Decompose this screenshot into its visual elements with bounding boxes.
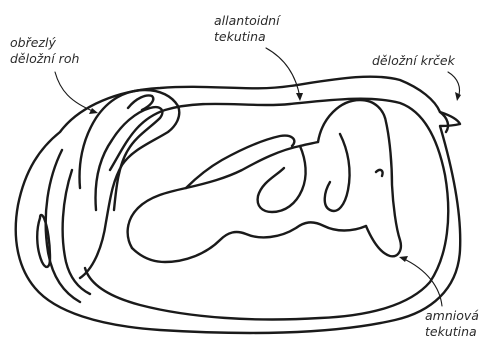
label-uterine-horn-line1: obřezlý [10, 35, 79, 51]
label-allantoic-fluid: allantoidní tekutina [214, 13, 280, 45]
label-allantoic-fluid-line1: allantoidní [214, 13, 280, 29]
arrowhead-amniotic-fluid [399, 256, 408, 262]
left-chamber-inner [63, 170, 90, 294]
left-pocket [37, 215, 50, 267]
label-allantoic-fluid-line2: tekutina [214, 29, 280, 45]
fetus-front-limb [325, 134, 350, 211]
label-uterine-horn: obřezlý děložní roh [10, 35, 79, 67]
label-amniotic-fluid-line1: amniová [425, 308, 479, 324]
arrowhead-uterine-horn [89, 108, 98, 114]
arrowhead-allantoic-fluid [296, 93, 303, 101]
label-amniotic-fluid: amniová tekutina [425, 308, 479, 340]
fetus-foreleg [258, 146, 306, 212]
fetus-hindleg [186, 136, 294, 188]
label-uterine-horn-line2: děložní roh [10, 51, 79, 67]
label-amniotic-fluid-line2: tekutina [425, 324, 479, 340]
label-cervix: děložní krček [372, 53, 455, 69]
fetus-body [132, 222, 366, 262]
uterine-horn-inner-loop [96, 107, 163, 210]
leader-allantoic-fluid [266, 48, 300, 98]
fetus-head [318, 100, 401, 256]
label-cervix-line1: děložní krček [372, 53, 455, 69]
arrowhead-cervix [455, 92, 461, 101]
fetus-ear [376, 170, 383, 176]
